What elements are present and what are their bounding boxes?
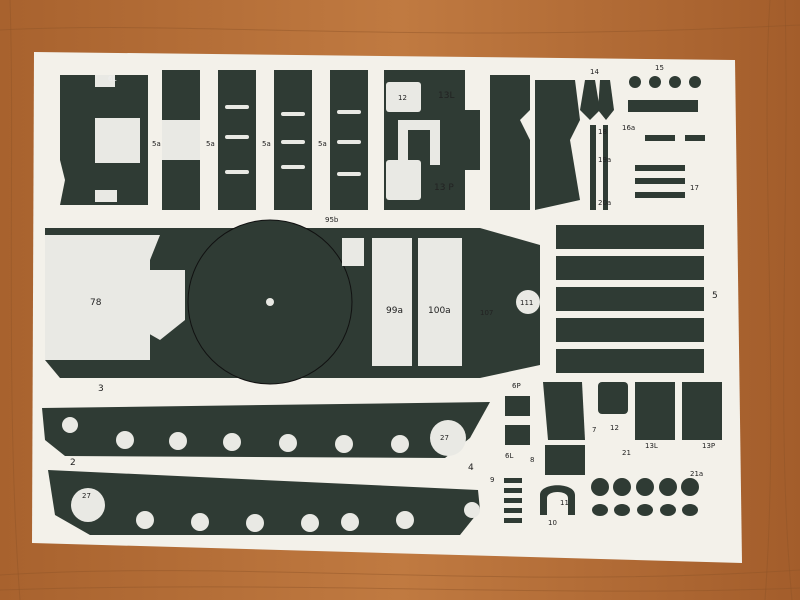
svg-text:15: 15 xyxy=(655,64,664,72)
svg-text:2: 2 xyxy=(70,458,76,468)
side-skirt-upper xyxy=(42,402,490,458)
svg-text:12: 12 xyxy=(610,424,619,432)
svg-text:78: 78 xyxy=(90,298,102,308)
svg-text:19a: 19a xyxy=(598,156,611,164)
svg-text:17: 17 xyxy=(690,184,699,192)
svg-text:3: 3 xyxy=(98,384,104,394)
svg-text:99a: 99a xyxy=(386,306,403,316)
svg-text:4: 4 xyxy=(468,463,474,473)
svg-text:7: 7 xyxy=(592,426,596,434)
svg-text:27: 27 xyxy=(440,434,449,442)
svg-text:27: 27 xyxy=(82,492,91,500)
svg-text:9: 9 xyxy=(490,476,494,484)
part-labels: 6L 5a 5a 5a 5a 12 13L 13 P 15 14 16a 17 … xyxy=(70,64,718,527)
svg-text:21a: 21a xyxy=(690,470,703,478)
svg-text:16a: 16a xyxy=(622,124,635,132)
svg-text:13L: 13L xyxy=(645,442,658,450)
svg-text:5a: 5a xyxy=(206,140,215,148)
svg-text:100a: 100a xyxy=(428,306,451,316)
svg-text:6P: 6P xyxy=(512,382,521,390)
svg-text:18: 18 xyxy=(598,128,607,136)
hull-floor-part xyxy=(45,219,540,385)
svg-text:5a: 5a xyxy=(152,140,161,148)
svg-text:5a: 5a xyxy=(262,140,271,148)
svg-text:6L: 6L xyxy=(108,75,116,83)
top-strip-row xyxy=(60,70,614,210)
svg-text:20a: 20a xyxy=(598,199,611,207)
svg-text:5a: 5a xyxy=(318,140,327,148)
svg-text:13 P: 13 P xyxy=(434,183,454,193)
svg-text:13P: 13P xyxy=(702,442,715,450)
small-parts-bottom-right xyxy=(504,382,722,523)
small-parts-top-right xyxy=(628,76,705,198)
svg-text:21: 21 xyxy=(622,449,631,457)
track-strips xyxy=(556,225,704,373)
svg-text:107: 107 xyxy=(480,309,493,317)
svg-text:111: 111 xyxy=(520,299,533,307)
svg-text:6L: 6L xyxy=(505,452,513,460)
svg-text:10: 10 xyxy=(548,519,557,527)
side-skirt-lower xyxy=(48,470,480,535)
svg-text:14: 14 xyxy=(590,68,599,76)
svg-text:8: 8 xyxy=(530,456,534,464)
svg-text:13L: 13L xyxy=(438,91,454,101)
svg-text:95b: 95b xyxy=(325,216,339,224)
svg-text:5: 5 xyxy=(712,291,718,301)
svg-text:11: 11 xyxy=(560,499,569,507)
svg-text:12: 12 xyxy=(398,94,407,102)
